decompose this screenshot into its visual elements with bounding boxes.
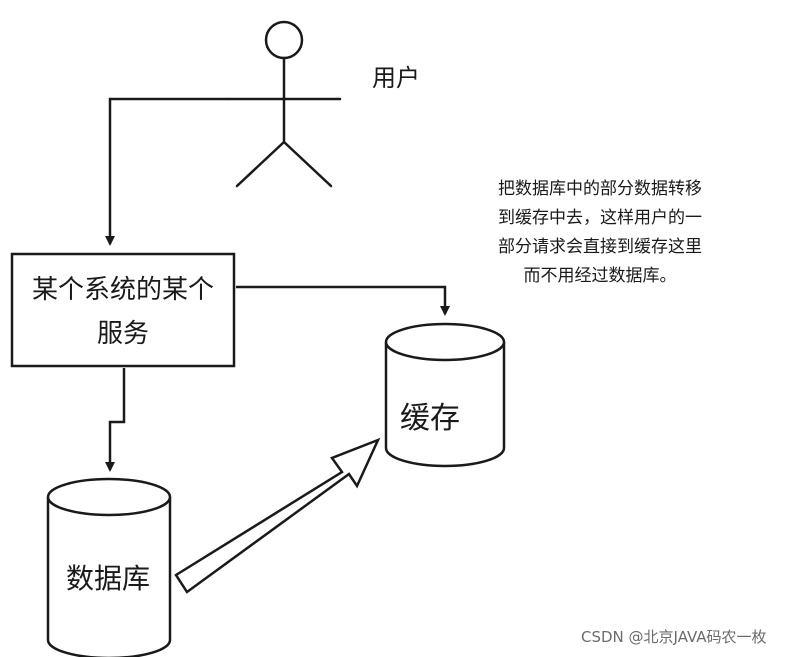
service-to-database-arrow: [105, 368, 126, 472]
service-label-line1: 某个系统的某个: [31, 275, 214, 305]
service-to-cache-arrow: [236, 285, 450, 316]
service-label-line2: 服务: [96, 319, 149, 349]
user-label: 用户: [372, 64, 420, 92]
service-label: 某个系统的某个 服务: [12, 268, 234, 356]
database-label: 数据库: [66, 562, 151, 595]
annotation-line: 到缓存中去，这样用户的一: [498, 208, 702, 228]
annotation-line: 部分请求会直接到缓存这里: [498, 237, 702, 257]
annotation-line: 而不用经过数据库。: [523, 266, 677, 286]
cache-label: 缓存: [400, 401, 460, 436]
service-box: [10, 252, 236, 368]
annotation-line: 把数据库中的部分数据转移: [498, 179, 702, 199]
user-stick-figure-icon: [226, 20, 342, 188]
cache-cylinder: [384, 322, 506, 468]
watermark: CSDN @北京JAVA码农一枚: [581, 628, 767, 646]
data-transfer-hollow-arrow: [174, 437, 381, 594]
user-to-service-arrow: [105, 97, 228, 246]
annotation-text: 把数据库中的部分数据转移 到缓存中去，这样用户的一 部分请求会直接到缓存这里 而…: [498, 175, 702, 291]
database-cylinder: [46, 477, 172, 657]
